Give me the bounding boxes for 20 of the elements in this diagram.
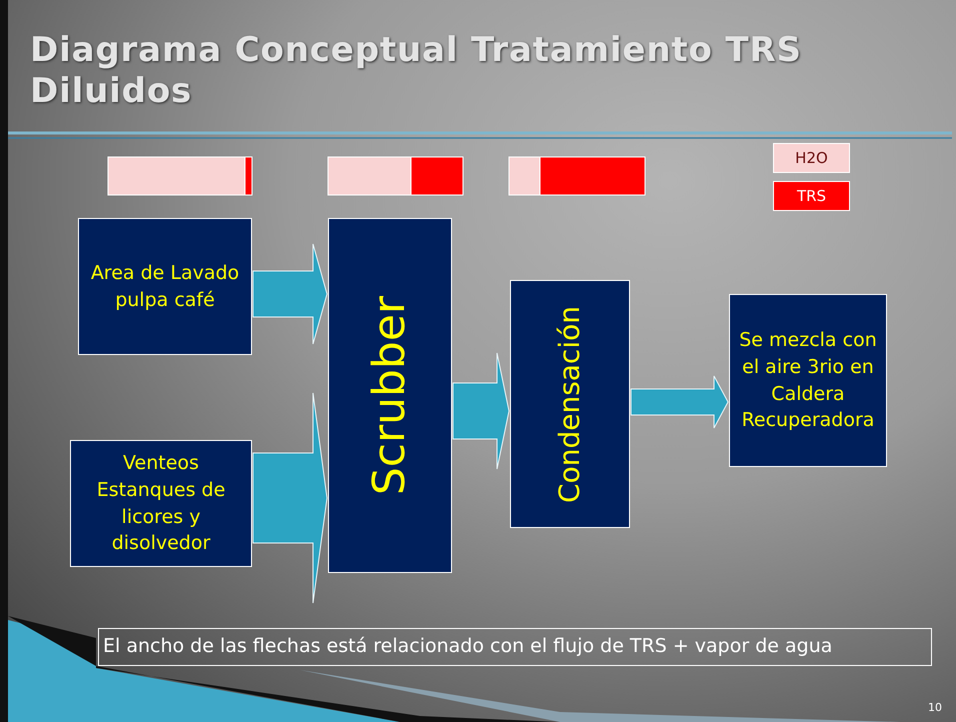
process-label: Venteos Estanques de licores y disolvedor	[96, 451, 226, 556]
slide-title: Diagrama Conceptual Tratamiento TRS Diluidos	[30, 30, 803, 112]
block-arrow	[452, 352, 510, 470]
process-label: Condensación	[556, 306, 584, 502]
process-box	[510, 280, 630, 528]
process-box	[729, 294, 887, 467]
process-label: Scrubber	[368, 296, 412, 496]
process-box	[78, 218, 252, 355]
block-arrow	[252, 244, 328, 344]
note-box	[98, 628, 932, 666]
process-box	[328, 218, 452, 573]
page-number: 10	[928, 700, 942, 716]
legend-label: H2O	[795, 148, 828, 169]
note-text: El ancho de las flechas está relacionado con el flujo de TRS + vapor de agua	[103, 635, 832, 659]
block-arrow	[252, 392, 328, 604]
process-box	[70, 440, 252, 567]
block-arrow	[630, 376, 729, 428]
process-label: Area de Lavado pulpa café	[90, 260, 240, 312]
process-label: Se mezcla con el aire 3rio en Caldera Recuperadora	[738, 328, 878, 434]
legend-label: TRS	[796, 186, 826, 207]
